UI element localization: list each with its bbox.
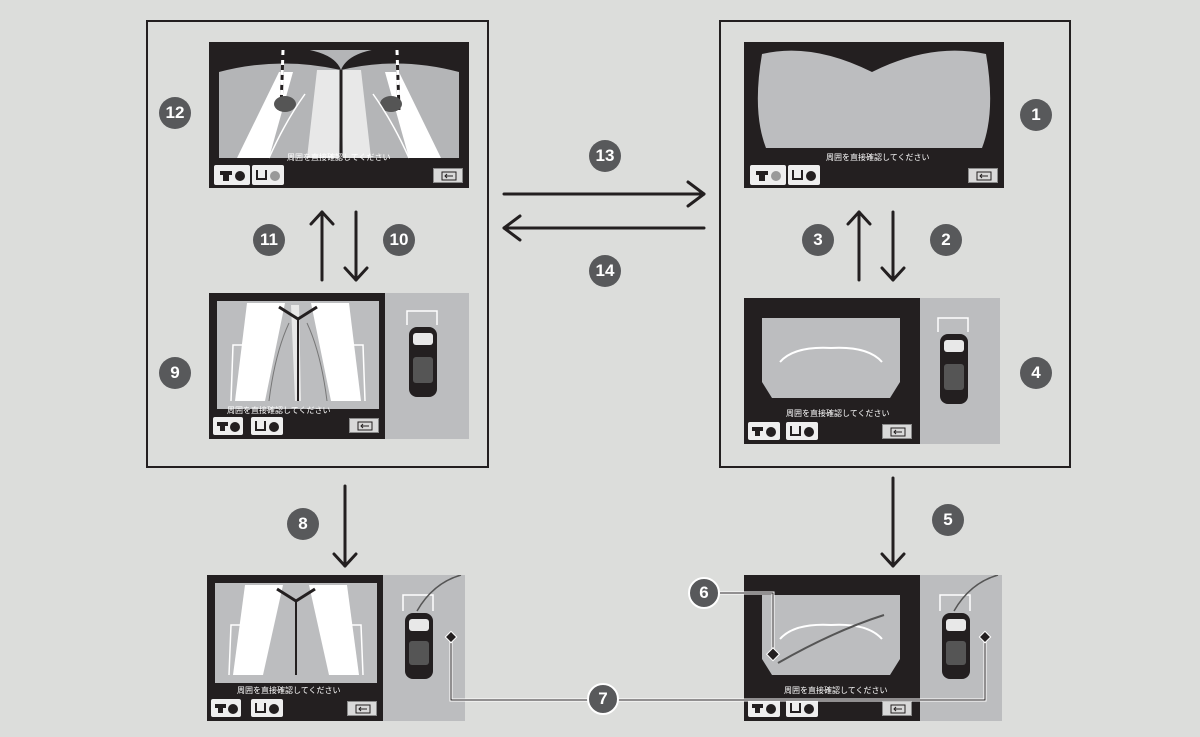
sonar-icon [792,170,816,181]
callout-11: 11 [253,224,285,256]
sonar-icon [790,426,814,437]
back-button[interactable] [433,168,463,183]
sonar-icon [256,170,280,181]
callout-10: 10 [383,224,415,256]
birds-eye-view-panel [385,293,469,439]
vehicle-icon [402,575,462,679]
back-button[interactable] [347,701,377,716]
leader-marker-6 [765,647,781,662]
front-split-view-image [217,301,379,409]
camera-on-icon [756,171,781,181]
callout-13: 13 [589,140,621,172]
front-view-image [762,318,900,398]
camera-view-button[interactable] [213,417,243,435]
arrow-5-down-head [880,552,906,568]
screen-front-view-guides: 周囲を直接確認してください [744,575,1002,721]
back-arrow-icon [976,171,992,181]
screen-front-view: 周囲を直接確認してください [744,42,1004,188]
sonar-button[interactable] [251,417,283,435]
right-mode-group-frame [719,20,1071,468]
sonar-button[interactable] [788,165,820,185]
camera-view-button[interactable] [214,165,250,185]
screen-notice-text: 周囲を直接確認してください [786,409,890,418]
birds-eye-view-panel [920,298,1000,444]
sonar-button[interactable] [786,699,818,717]
callout-1: 1 [1020,99,1052,131]
camera-on-icon [220,171,245,181]
callout-7: 7 [587,683,619,715]
sonar-icon [255,703,279,714]
callout-2: 2 [930,224,962,256]
leader-line-7-core [450,637,986,701]
arrow-2-down-head [880,266,906,282]
leader-line-6-core [718,592,774,655]
back-arrow-icon [441,171,457,181]
screen-notice-text: 周囲を直接確認してください [237,686,341,695]
front-wide-view-image [219,46,459,159]
camera-on-icon [217,422,240,432]
screen-notice-text: 周囲を直接確認してください [826,153,930,162]
arrow-10-down-head [343,266,369,282]
camera-view-button[interactable] [748,422,780,440]
screen-notice-text: 周囲を直接確認してください [784,686,888,695]
sonar-button[interactable] [251,699,283,717]
left-mode-group-frame [146,20,489,468]
arrow-14-left-head [502,214,522,242]
front-view-image [762,595,900,675]
back-arrow-icon [890,427,906,437]
arrow-13-right-head [686,180,706,208]
screen-front-split-view: 周囲を直接確認してください [209,293,469,439]
vehicle-icon [406,310,438,397]
back-arrow-icon [357,421,373,431]
leader-marker-7-right [978,630,992,644]
screen-notice-text: 周囲を直接確認してください [287,153,391,162]
back-button[interactable] [968,168,998,183]
leader-line-7 [449,637,987,702]
front-view-image [757,50,991,148]
back-arrow-icon [890,704,906,714]
sonar-icon [790,703,814,714]
callout-4: 4 [1020,357,1052,389]
callout-6: 6 [688,577,720,609]
callout-12: 12 [159,97,191,129]
vehicle-icon [937,317,969,404]
vehicle-icon [939,575,999,679]
camera-on-icon [752,704,776,714]
callout-8: 8 [287,508,319,540]
front-split-view-image [215,583,377,683]
arrow-11-up-head [309,210,335,226]
callout-9: 9 [159,357,191,389]
camera-view-button[interactable] [211,699,241,717]
screen-front-birds-eye-view: 周囲を直接確認してください [744,298,1000,444]
back-button[interactable] [882,701,912,716]
back-button[interactable] [349,418,379,433]
screen-front-split-view-guides: 周囲を直接確認してください [207,575,465,721]
camera-on-icon [752,427,776,437]
arrow-3-up-head [846,210,872,226]
leader-line-6 [718,591,775,655]
callout-5: 5 [932,504,964,536]
back-arrow-icon [355,704,371,714]
arrow-8-down-head [332,552,358,568]
sonar-button[interactable] [252,165,284,185]
birds-eye-view-panel [920,575,1002,721]
sonar-icon [255,421,279,432]
camera-on-icon [215,704,238,714]
callout-14: 14 [589,255,621,287]
callout-3: 3 [802,224,834,256]
leader-marker-7-left [444,630,458,644]
screen-front-wide-view: 周囲を直接確認してください [209,42,469,188]
back-button[interactable] [882,424,912,439]
camera-view-button[interactable] [750,165,786,185]
screen-notice-text: 周囲を直接確認してください [227,406,331,415]
sonar-button[interactable] [786,422,818,440]
camera-view-button[interactable] [748,699,780,717]
